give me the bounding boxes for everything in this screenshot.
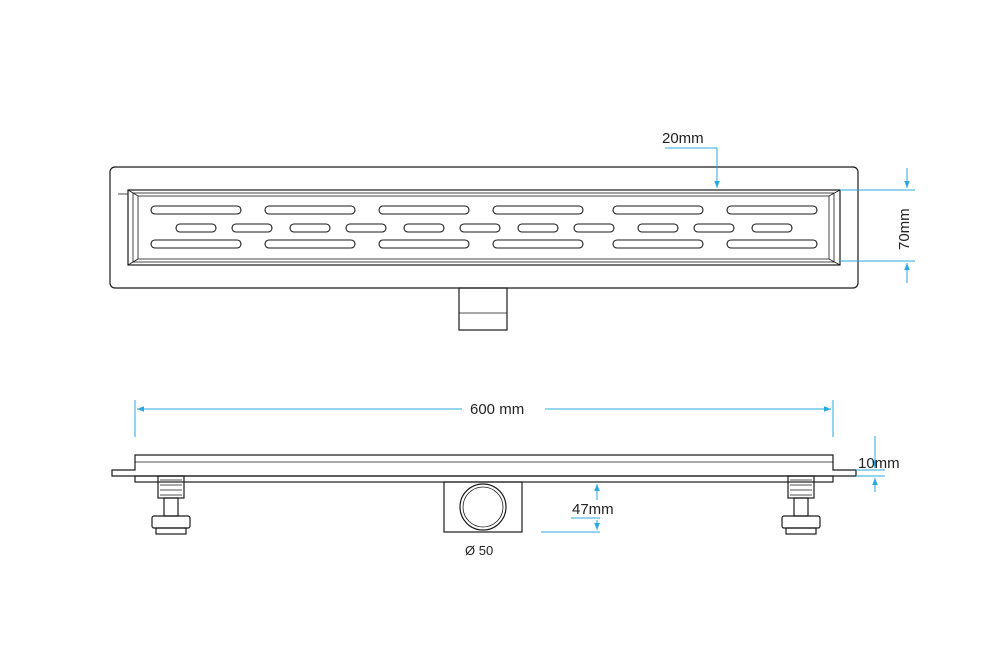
slot xyxy=(492,205,584,215)
slot xyxy=(378,239,470,249)
slot xyxy=(726,239,818,249)
slot xyxy=(264,205,356,215)
slot xyxy=(612,239,704,249)
slot xyxy=(517,223,559,233)
corner-line xyxy=(828,258,841,266)
corner-line xyxy=(127,258,139,266)
slot xyxy=(492,239,584,249)
channel-body-side xyxy=(111,454,857,477)
dim-flange-height: 10mm xyxy=(856,436,900,492)
outlet-side xyxy=(443,481,523,533)
label-channel-width: 70mm xyxy=(896,208,913,250)
top-view: 20mm 70mm xyxy=(109,130,915,331)
grate-frame xyxy=(132,192,835,263)
label-length: 600 mm xyxy=(470,401,524,418)
slot xyxy=(378,205,470,215)
slot xyxy=(751,223,793,233)
corner-line xyxy=(828,189,841,197)
dim-outlet-height: 47mm xyxy=(541,484,614,533)
label-flange-height: 10mm xyxy=(858,455,900,472)
slot xyxy=(345,223,387,233)
slot xyxy=(403,223,445,233)
slot xyxy=(612,205,704,215)
slot xyxy=(231,223,273,233)
grate-slots xyxy=(150,205,818,249)
slot xyxy=(693,223,735,233)
slot xyxy=(264,239,356,249)
slot xyxy=(637,223,679,233)
adjustable-foot-left xyxy=(151,475,191,535)
channel-bottom xyxy=(134,475,834,483)
slot xyxy=(726,205,818,215)
grate-plate xyxy=(137,195,830,260)
outlet-pipe-top xyxy=(458,287,508,331)
adjustable-foot-right xyxy=(781,475,821,535)
slot xyxy=(150,239,242,249)
channel-outline xyxy=(127,189,841,266)
dim-channel-width: 70mm xyxy=(840,168,915,283)
dim-grate-offset: 20mm xyxy=(662,130,720,188)
slot xyxy=(573,223,615,233)
slot xyxy=(175,223,217,233)
label-outlet-height: 47mm xyxy=(572,501,614,518)
outlet-circle xyxy=(459,483,507,531)
slot xyxy=(289,223,331,233)
slot xyxy=(459,223,501,233)
dim-length: 600 mm xyxy=(134,400,834,437)
slot xyxy=(150,205,242,215)
label-grate-offset: 20mm xyxy=(662,130,704,147)
side-view: 600 mm xyxy=(111,400,900,558)
label-outlet-diameter: Ø 50 xyxy=(465,543,493,558)
corner-line xyxy=(127,189,139,197)
